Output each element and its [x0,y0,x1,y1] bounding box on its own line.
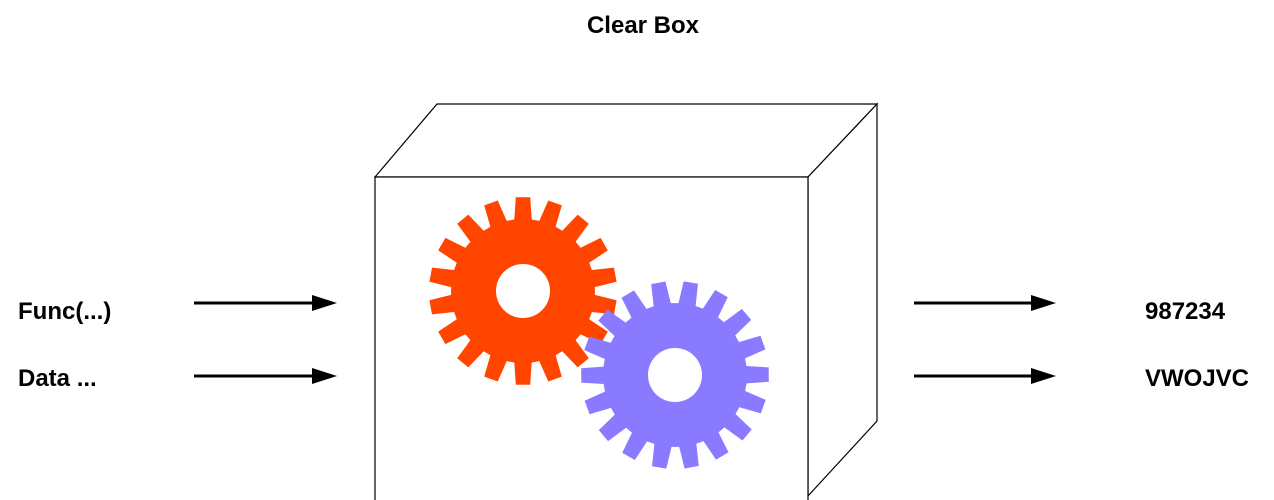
input-arrow [194,295,337,311]
output-label-code: VWOJVC [1145,365,1249,392]
input-label-func: Func(...) [18,298,111,325]
output-arrow [914,368,1056,384]
output-arrow [914,295,1056,311]
box-top-face [375,104,877,177]
output-label-number: 987234 [1145,298,1226,325]
input-label-data: Data ... [18,365,97,392]
input-arrow [194,368,337,384]
diagram-title: Clear Box [587,12,700,39]
